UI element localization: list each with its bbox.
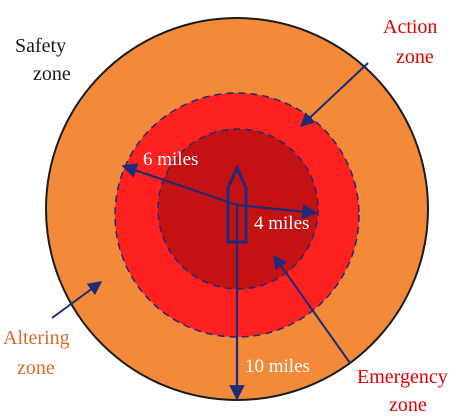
safety-zone-label-line2: zone bbox=[33, 63, 71, 85]
ten-mile-label: 10 miles bbox=[245, 356, 310, 377]
action-zone-label-line1: Action bbox=[383, 16, 437, 38]
action-zone-leader bbox=[299, 62, 369, 127]
emergency-zone-label-line2: zone bbox=[389, 394, 427, 416]
four-mile-label: 4 miles bbox=[254, 213, 309, 234]
emergency-zone-label-line1: Emergency bbox=[357, 366, 448, 388]
action-zone-label-line2: zone bbox=[396, 46, 434, 68]
altering-zone-leader bbox=[51, 281, 103, 319]
altering-zone-label-line2: zone bbox=[17, 357, 55, 379]
six-mile-label: 6 miles bbox=[143, 149, 198, 170]
four-mile-arrow bbox=[236, 203, 318, 220]
six-mile-arrow bbox=[121, 163, 238, 207]
safety-zone-label-line1: Safety bbox=[15, 35, 66, 57]
altering-zone-label-line1: Altering bbox=[3, 327, 70, 349]
emergency-zone-leader bbox=[273, 254, 351, 364]
